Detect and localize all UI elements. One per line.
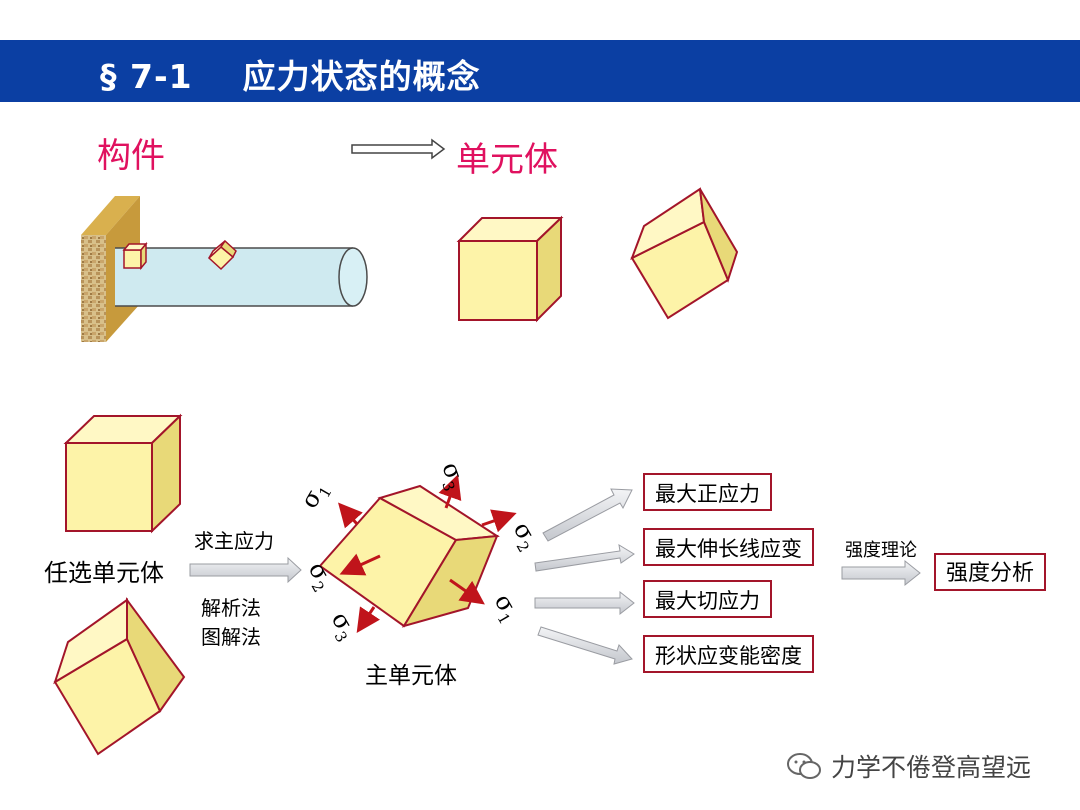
result-box-max-tensile-strain: 最大伸长线应变 xyxy=(643,528,814,566)
principal-element-cube xyxy=(318,484,500,628)
any-element-cube xyxy=(63,413,183,534)
strength-theory-arrow xyxy=(841,559,921,587)
any-element-label: 任选单元体 xyxy=(44,559,164,587)
element-label: 单元体 xyxy=(456,140,558,180)
sigma-2-right: σ2 xyxy=(504,517,545,555)
element-cube-rotated xyxy=(630,187,739,320)
graphical-method-label: 图解法 xyxy=(201,625,261,649)
sigma-3-bottom: σ3 xyxy=(322,607,363,645)
title-bar xyxy=(0,40,1080,102)
small-cube-rotated xyxy=(207,239,237,271)
page-title: § 7-1 应力状态的概念 xyxy=(100,57,481,96)
small-cube-straight xyxy=(122,241,148,271)
wechat-icon xyxy=(787,753,821,779)
result-box-max-shear-stress: 最大切应力 xyxy=(643,580,772,618)
beam-cylinder xyxy=(115,247,368,307)
result-box-strain-energy-density: 形状应变能密度 xyxy=(643,635,814,673)
svg-text:σ3: σ3 xyxy=(322,607,363,645)
find-principal-arrow xyxy=(189,556,302,584)
svg-text:σ1: σ1 xyxy=(485,589,526,627)
result-box-max-normal-stress: 最大正应力 xyxy=(643,473,772,511)
element-cube-straight xyxy=(456,215,564,323)
find-principal-label: 求主应力 xyxy=(194,529,274,553)
watermark-text: 力学不倦登高望远 xyxy=(831,753,1032,782)
sigma-1-right: σ1 xyxy=(485,589,526,627)
strength-theory-label: 强度理论 xyxy=(845,540,917,561)
sigma-1-top: σ1 xyxy=(295,477,336,515)
watermark: 力学不倦登高望远 xyxy=(785,748,1031,784)
svg-text:σ3: σ3 xyxy=(433,458,472,493)
svg-text:σ2: σ2 xyxy=(504,517,545,555)
svg-text:σ1: σ1 xyxy=(295,477,336,515)
principal-element-label: 主单元体 xyxy=(365,663,457,689)
member-label: 构件 xyxy=(97,136,165,176)
element-arrow xyxy=(351,138,446,160)
sigma-3-top: σ3 xyxy=(433,458,472,493)
any-element-cube-rotated xyxy=(53,596,186,756)
stress-arrows xyxy=(338,474,517,633)
analytical-method-label: 解析法 xyxy=(201,596,261,620)
result-arrows xyxy=(534,488,635,665)
strength-analysis-box: 强度分析 xyxy=(934,553,1047,591)
